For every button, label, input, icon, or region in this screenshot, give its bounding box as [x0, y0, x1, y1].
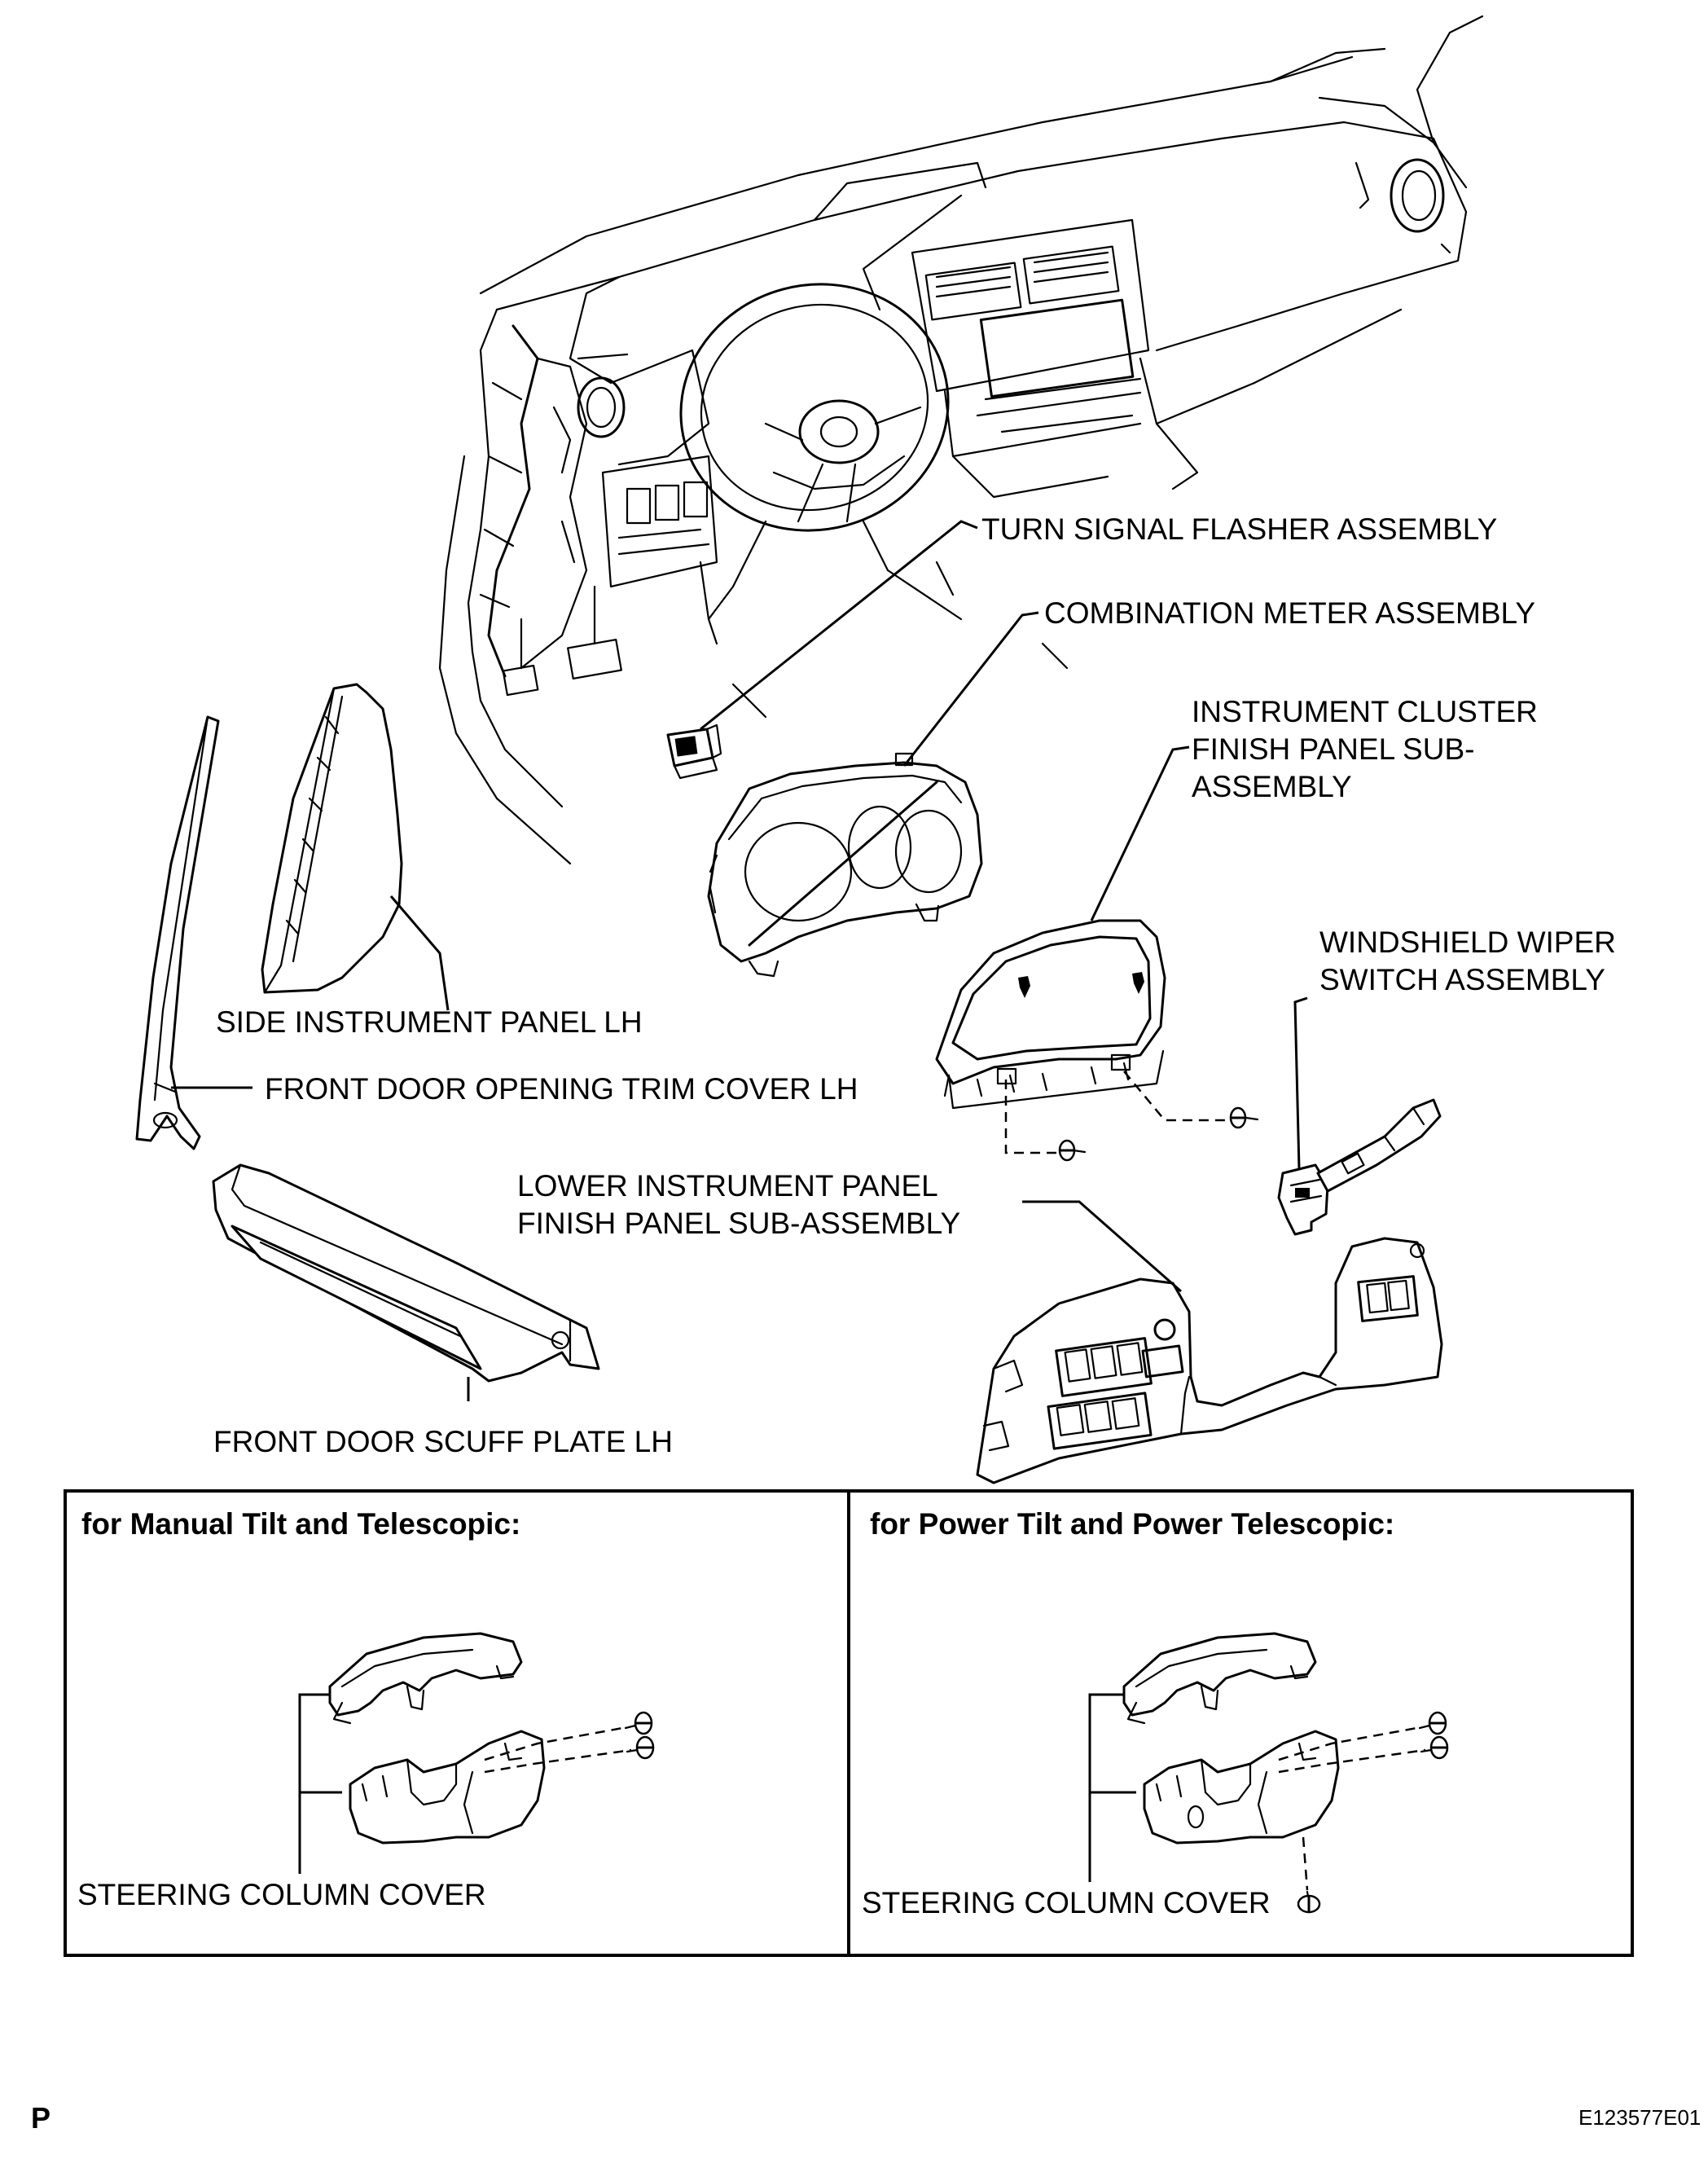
label-lower-panel-1: LOWER INSTRUMENT PANEL — [517, 1169, 938, 1203]
windshield-wiper-switch — [1277, 1098, 1442, 1236]
label-side-panel: SIDE INSTRUMENT PANEL LH — [216, 1005, 643, 1039]
part-labels: TURN SIGNAL FLASHER ASSEMBLY COMBINATION… — [213, 512, 1616, 1458]
label-lower-panel-2: FINISH PANEL SUB-ASSEMBLY — [517, 1207, 960, 1240]
screw — [624, 1711, 653, 1735]
screw — [1297, 1890, 1321, 1914]
label-combination-meter: COMBINATION METER ASSEMBLY — [1044, 596, 1535, 630]
label-cluster-finish-1: INSTRUMENT CLUSTER — [1192, 695, 1538, 728]
leader-lines — [171, 520, 1308, 1401]
label-cluster-finish-3: ASSEMBLY — [1192, 770, 1352, 803]
side-instrument-panel — [261, 683, 403, 994]
lower-instrument-panel-finish — [976, 1237, 1443, 1484]
box-title-power: for Power Tilt and Power Telescopic: — [870, 1507, 1394, 1541]
label-wiper-1: WINDSHIELD WIPER — [1319, 926, 1616, 959]
box-label-power: STEERING COLUMN COVER — [862, 1886, 1271, 1919]
variant-box-power: for Power Tilt and Power Telescopic: — [847, 1489, 1634, 1957]
screw — [1058, 1139, 1087, 1162]
label-scuff-plate: FRONT DOOR SCUFF PLATE LH — [213, 1425, 673, 1458]
screw — [626, 1735, 655, 1760]
dashboard-illustration — [438, 15, 1484, 865]
combination-meter — [707, 752, 983, 978]
figure-code: E123577E01 — [1578, 2105, 1701, 2130]
label-cluster-finish-2: FINISH PANEL SUB- — [1192, 732, 1474, 766]
page-letter: P — [31, 2101, 50, 2135]
box-label-manual: STEERING COLUMN COVER — [77, 1878, 486, 1911]
front-door-opening-trim-cover — [135, 715, 220, 1150]
label-wiper-2: SWITCH ASSEMBLY — [1319, 963, 1605, 996]
screw — [1229, 1106, 1259, 1129]
instrument-cluster-finish-panel — [935, 919, 1166, 1110]
turn-signal-flasher — [666, 723, 722, 780]
variant-box-manual: for Manual Tilt and Telescopic: STEERING… — [64, 1489, 850, 1957]
box-title-manual: for Manual Tilt and Telescopic: — [81, 1507, 520, 1541]
cluster-panel-fasteners — [1004, 1071, 1259, 1162]
screw — [1418, 1711, 1447, 1735]
label-turn-signal: TURN SIGNAL FLASHER ASSEMBLY — [981, 512, 1497, 546]
front-door-scuff-plate — [212, 1163, 600, 1383]
label-door-trim: FRONT DOOR OPENING TRIM COVER LH — [265, 1072, 858, 1106]
screw — [1420, 1735, 1449, 1760]
